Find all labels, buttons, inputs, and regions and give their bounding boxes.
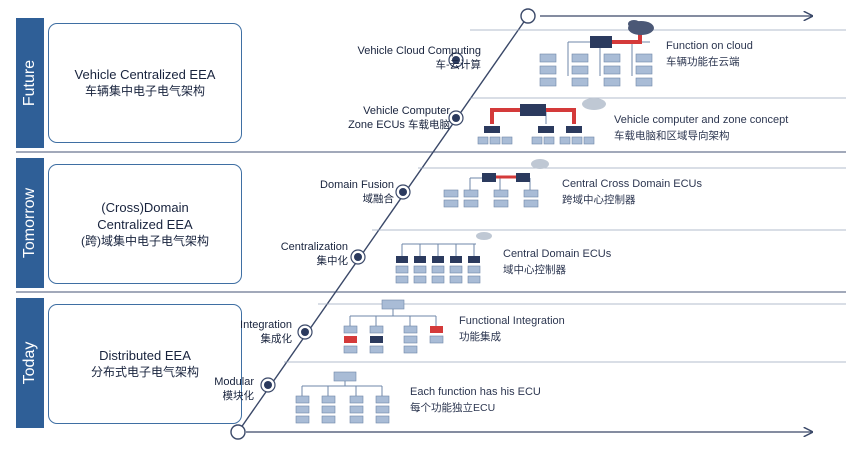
stage-cloud-cn: 车-云计算 <box>435 59 482 71</box>
band-tomorrow-title-en-1: (Cross)Domain <box>101 199 189 215</box>
desc-integration: Functional Integration 功能集成 <box>459 313 565 345</box>
desc-cloud-cn: 车辆功能在云端 <box>666 56 740 68</box>
stage-node-vehicle-computer <box>448 110 464 126</box>
stage-integration-en: Integration <box>240 319 292 331</box>
desc-central-domain: Central Domain ECUs 域中心控制器 <box>503 246 611 278</box>
timeline-end-circle <box>520 8 536 24</box>
stage-cloud-en: Vehicle Cloud Computing <box>357 45 481 57</box>
desc-cross-domain-cn: 跨域中心控制器 <box>562 194 636 206</box>
stage-integration-cn: 集成化 <box>260 333 293 345</box>
band-box-tomorrow: (Cross)Domain Centralized EEA (跨)域集中电子电气… <box>48 164 242 284</box>
ecu-diagram-integration <box>343 299 444 354</box>
timeline-start-circle <box>230 424 246 440</box>
ecu-diagram-modular <box>295 371 390 424</box>
stage-node-integration <box>297 324 313 340</box>
stage-vehicle-computer-en-2: Zone ECUs <box>348 119 405 131</box>
desc-modular-cn: 每个功能独立ECU <box>410 402 496 414</box>
stage-node-domain-fusion <box>395 184 411 200</box>
desc-vehicle-computer-en: Vehicle computer and zone concept <box>614 114 789 126</box>
band-today-title-en: Distributed EEA <box>99 348 191 363</box>
evolution-line <box>237 15 529 433</box>
band-box-future: Vehicle Centralized EEA 车辆集中电子电气架构 <box>48 23 242 143</box>
band-future-title-cn: 车辆集中电子电气架构 <box>84 84 205 98</box>
desc-modular-en: Each function has his ECU <box>410 386 541 398</box>
band-box-today: Distributed EEA 分布式电子电气架构 <box>48 304 242 424</box>
stage-label-domain-fusion: Domain Fusion 域融合 <box>320 178 394 206</box>
desc-central-domain-en: Central Domain ECUs <box>503 248 612 260</box>
desc-integration-en: Functional Integration <box>459 315 565 327</box>
stage-domain-fusion-cn: 域融合 <box>362 193 395 205</box>
desc-central-domain-cn: 域中心控制器 <box>503 264 566 276</box>
stage-centralization-en: Centralization <box>280 241 348 253</box>
band-today-title-cn: 分布式电子电气架构 <box>90 365 199 379</box>
stage-label-centralization: Centralization 集中化 <box>281 240 348 268</box>
stage-label-vehicle-computer: Vehicle Computer Zone ECUs 车载电脑 <box>348 104 450 132</box>
stage-label-cloud: Vehicle Cloud Computing 车-云计算 <box>357 44 481 72</box>
ecu-diagram-central-domain <box>395 232 492 284</box>
band-future-title-en: Vehicle Centralized EEA <box>74 67 216 82</box>
band-tab-tomorrow: Tomorrow <box>16 158 44 288</box>
ecu-diagram-cloud <box>539 20 654 87</box>
stage-label-integration: Integration 集成化 <box>240 318 292 346</box>
stage-vehicle-computer-cn: 车载电脑 <box>408 119 450 131</box>
stage-modular-cn: 模块化 <box>222 390 255 402</box>
desc-vehicle-computer-cn: 车载电脑和区域导向架构 <box>614 130 730 142</box>
stage-node-cloud <box>448 52 464 68</box>
stage-node-centralization <box>350 249 366 265</box>
stage-node-modular <box>260 377 276 393</box>
band-tomorrow-title-cn: (跨)域集中电子电气架构 <box>81 233 209 248</box>
stage-label-modular: Modular 模块化 <box>214 375 254 403</box>
desc-modular: Each function has his ECU 每个功能独立ECU <box>410 384 541 416</box>
desc-cloud: Function on cloud 车辆功能在云端 <box>666 38 753 70</box>
stage-centralization-cn: 集中化 <box>316 255 349 267</box>
ecu-diagram-vehicle-computer <box>477 98 606 145</box>
desc-cross-domain: Central Cross Domain ECUs 跨域中心控制器 <box>562 176 702 208</box>
band-tomorrow-title-en-2: Centralized EEA <box>97 216 193 232</box>
band-tab-today: Today <box>16 298 44 428</box>
desc-vehicle-computer: Vehicle computer and zone concept 车载电脑和区… <box>614 112 788 144</box>
desc-cross-domain-en: Central Cross Domain ECUs <box>562 178 702 190</box>
band-tab-future: Future <box>16 18 44 148</box>
stage-domain-fusion-en: Domain Fusion <box>320 179 394 191</box>
stage-modular-en: Modular <box>214 376 254 388</box>
desc-integration-cn: 功能集成 <box>459 331 501 343</box>
ecu-diagram-cross-domain <box>443 159 549 208</box>
desc-cloud-en: Function on cloud <box>666 40 753 52</box>
stage-vehicle-computer-en-1: Vehicle Computer <box>363 105 450 117</box>
